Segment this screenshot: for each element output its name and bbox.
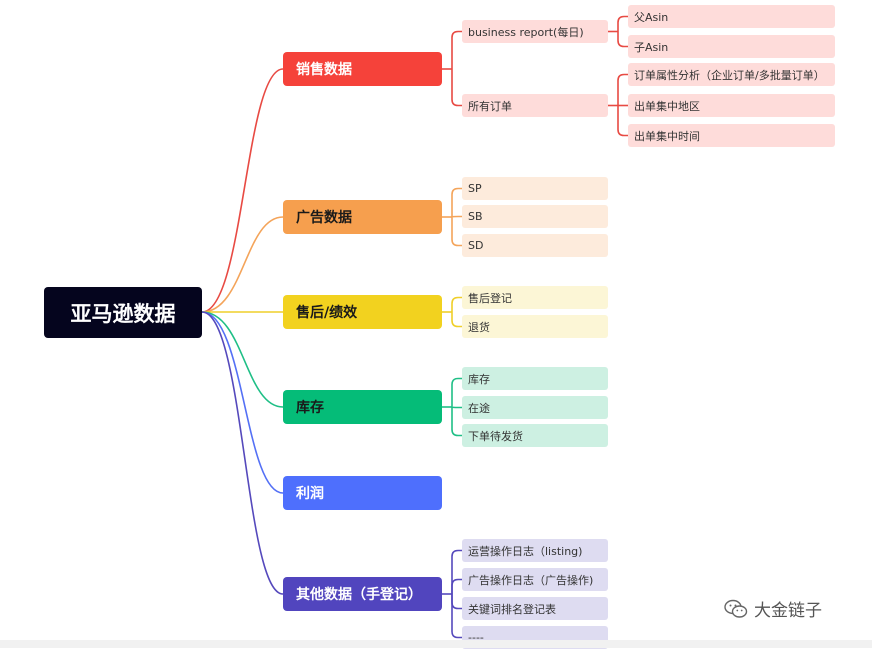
wechat-icon xyxy=(724,599,748,618)
child-link xyxy=(451,30,462,69)
root-branch-link xyxy=(201,68,284,313)
sub-leaf-node[interactable]: 父Asin xyxy=(628,5,835,28)
root-node[interactable]: 亚马逊数据 xyxy=(44,287,202,338)
watermark: 大金链子 xyxy=(724,596,822,621)
leaf-node[interactable]: business report(每日) xyxy=(462,20,608,43)
branch-node[interactable]: 利润 xyxy=(283,476,442,510)
child-link xyxy=(451,594,462,639)
leaf-node[interactable]: SP xyxy=(462,177,608,200)
child-link xyxy=(451,296,462,312)
leaf-node[interactable]: 所有订单 xyxy=(462,94,608,117)
leaf-node[interactable]: SB xyxy=(462,205,608,228)
child-link xyxy=(451,594,462,610)
sub-leaf-node[interactable]: 子Asin xyxy=(628,35,835,58)
sub-leaf-node[interactable]: 出单集中地区 xyxy=(628,94,835,117)
child-link xyxy=(451,377,462,407)
leaf-node[interactable]: 退货 xyxy=(462,315,608,338)
child-link xyxy=(451,217,462,247)
sub-leaf-node[interactable]: 订单属性分析（企业订单/多批量订单） xyxy=(628,63,835,86)
child-link xyxy=(451,69,462,107)
leaf-node[interactable]: 库存 xyxy=(462,367,608,390)
sub-link xyxy=(617,73,628,106)
root-branch-link xyxy=(201,216,284,313)
branch-node[interactable]: 库存 xyxy=(283,390,442,424)
watermark-text: 大金链子 xyxy=(754,601,822,621)
leaf-node[interactable]: 售后登记 xyxy=(462,286,608,309)
branch-node[interactable]: 售后/绩效 xyxy=(283,295,442,329)
branch-node[interactable]: 广告数据 xyxy=(283,200,442,234)
leaf-node[interactable]: 在途 xyxy=(462,396,608,419)
child-link xyxy=(451,578,462,594)
root-branch-link xyxy=(201,311,284,595)
branch-node[interactable]: 其他数据（手登记） xyxy=(283,577,442,611)
child-link xyxy=(451,187,462,217)
branch-node[interactable]: 销售数据 xyxy=(283,52,442,86)
root-branch-link xyxy=(201,311,284,408)
sub-link xyxy=(617,31,628,48)
child-link xyxy=(451,406,462,409)
child-link xyxy=(451,312,462,328)
root-branch-link xyxy=(201,311,284,494)
leaf-node[interactable]: 运营操作日志（listing) xyxy=(462,539,608,562)
bottom-bar xyxy=(0,640,872,648)
child-link xyxy=(451,549,462,594)
leaf-node[interactable]: 下单待发货 xyxy=(462,424,608,447)
sub-leaf-node[interactable]: 出单集中时间 xyxy=(628,124,835,147)
child-link xyxy=(451,215,462,218)
leaf-node[interactable]: 关键词排名登记表 xyxy=(462,597,608,620)
leaf-node[interactable]: 广告操作日志（广告操作) xyxy=(462,568,608,591)
child-link xyxy=(451,407,462,437)
leaf-node[interactable]: SD xyxy=(462,234,608,257)
sub-link xyxy=(617,105,628,137)
sub-link xyxy=(617,15,628,32)
